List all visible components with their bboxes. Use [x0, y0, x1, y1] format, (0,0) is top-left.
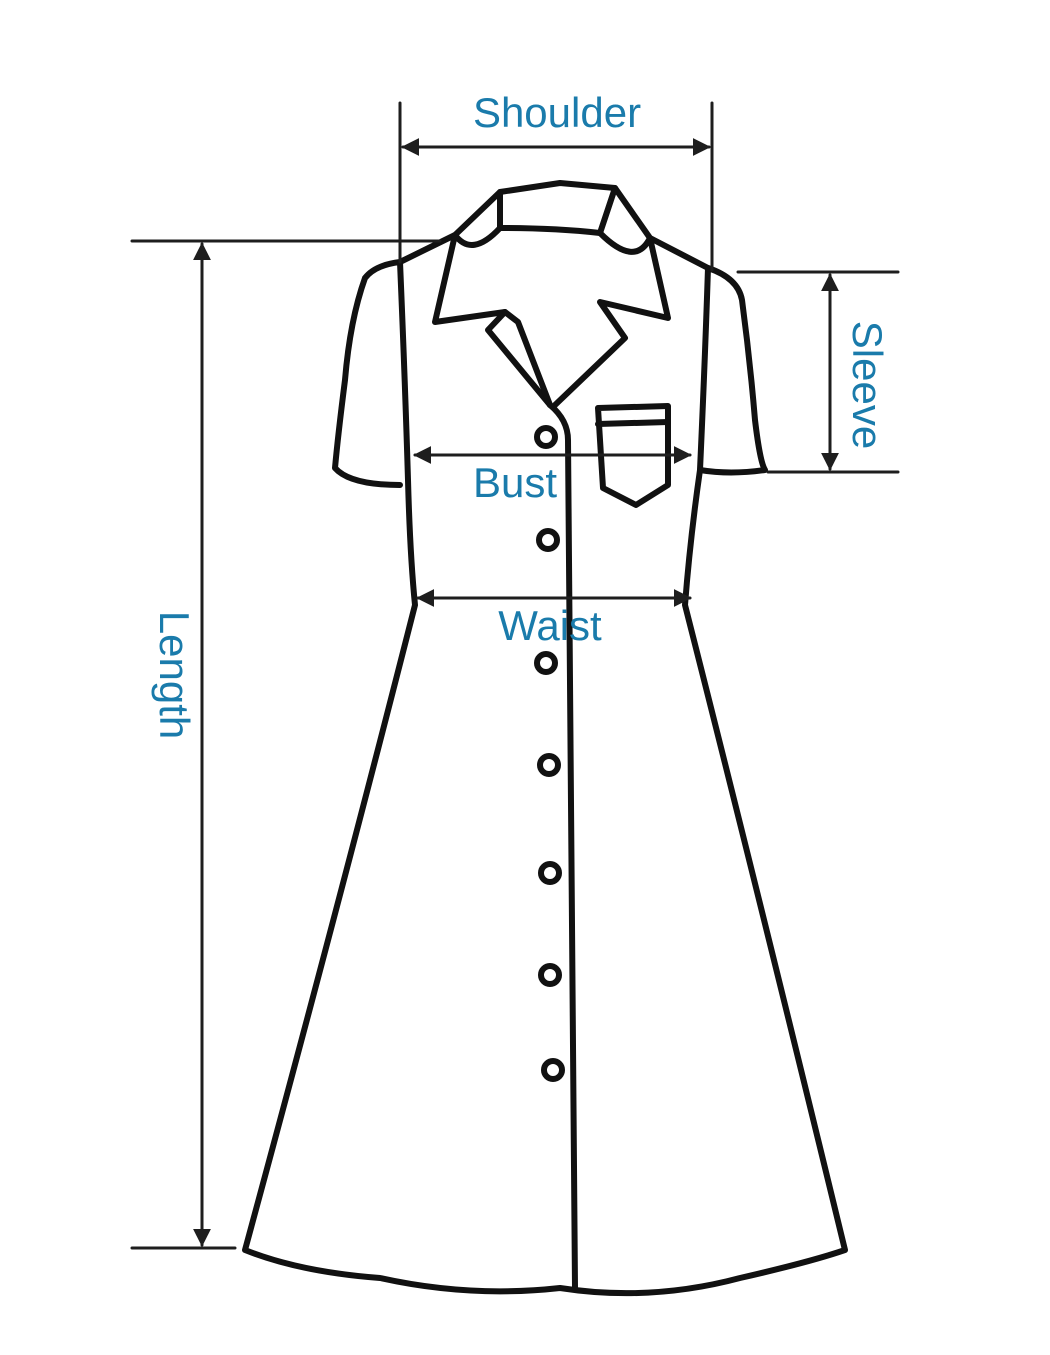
sleeve-dimension	[736, 270, 900, 474]
button-placket	[547, 402, 578, 1291]
chest-pocket	[595, 403, 671, 508]
dress-outline	[242, 180, 848, 1297]
shoulder-dimension	[398, 101, 714, 272]
left-sleeve	[332, 259, 403, 488]
button-1	[534, 425, 558, 449]
right-sleeve	[697, 265, 768, 476]
collar-right	[552, 185, 671, 408]
button-7	[541, 1058, 565, 1082]
button-6	[538, 963, 562, 987]
buttons	[534, 425, 565, 1082]
lapel-left	[502, 309, 553, 408]
button-3	[534, 651, 558, 675]
collar-left	[432, 189, 553, 408]
shoulder-label: Shoulder	[473, 89, 641, 136]
neckline	[497, 225, 603, 236]
bust-label: Bust	[473, 459, 557, 506]
sleeve-label: Sleeve	[844, 321, 891, 449]
length-dimension	[130, 239, 442, 1250]
button-5	[538, 861, 562, 885]
length-label: Length	[151, 611, 198, 739]
dress-body	[242, 180, 848, 1297]
waist-label: Waist	[498, 602, 602, 649]
pocket-flap	[595, 419, 671, 427]
button-4	[537, 753, 561, 777]
measurement-labels: Shoulder Bust Waist Sleeve Length	[151, 89, 891, 739]
button-2	[536, 528, 560, 552]
